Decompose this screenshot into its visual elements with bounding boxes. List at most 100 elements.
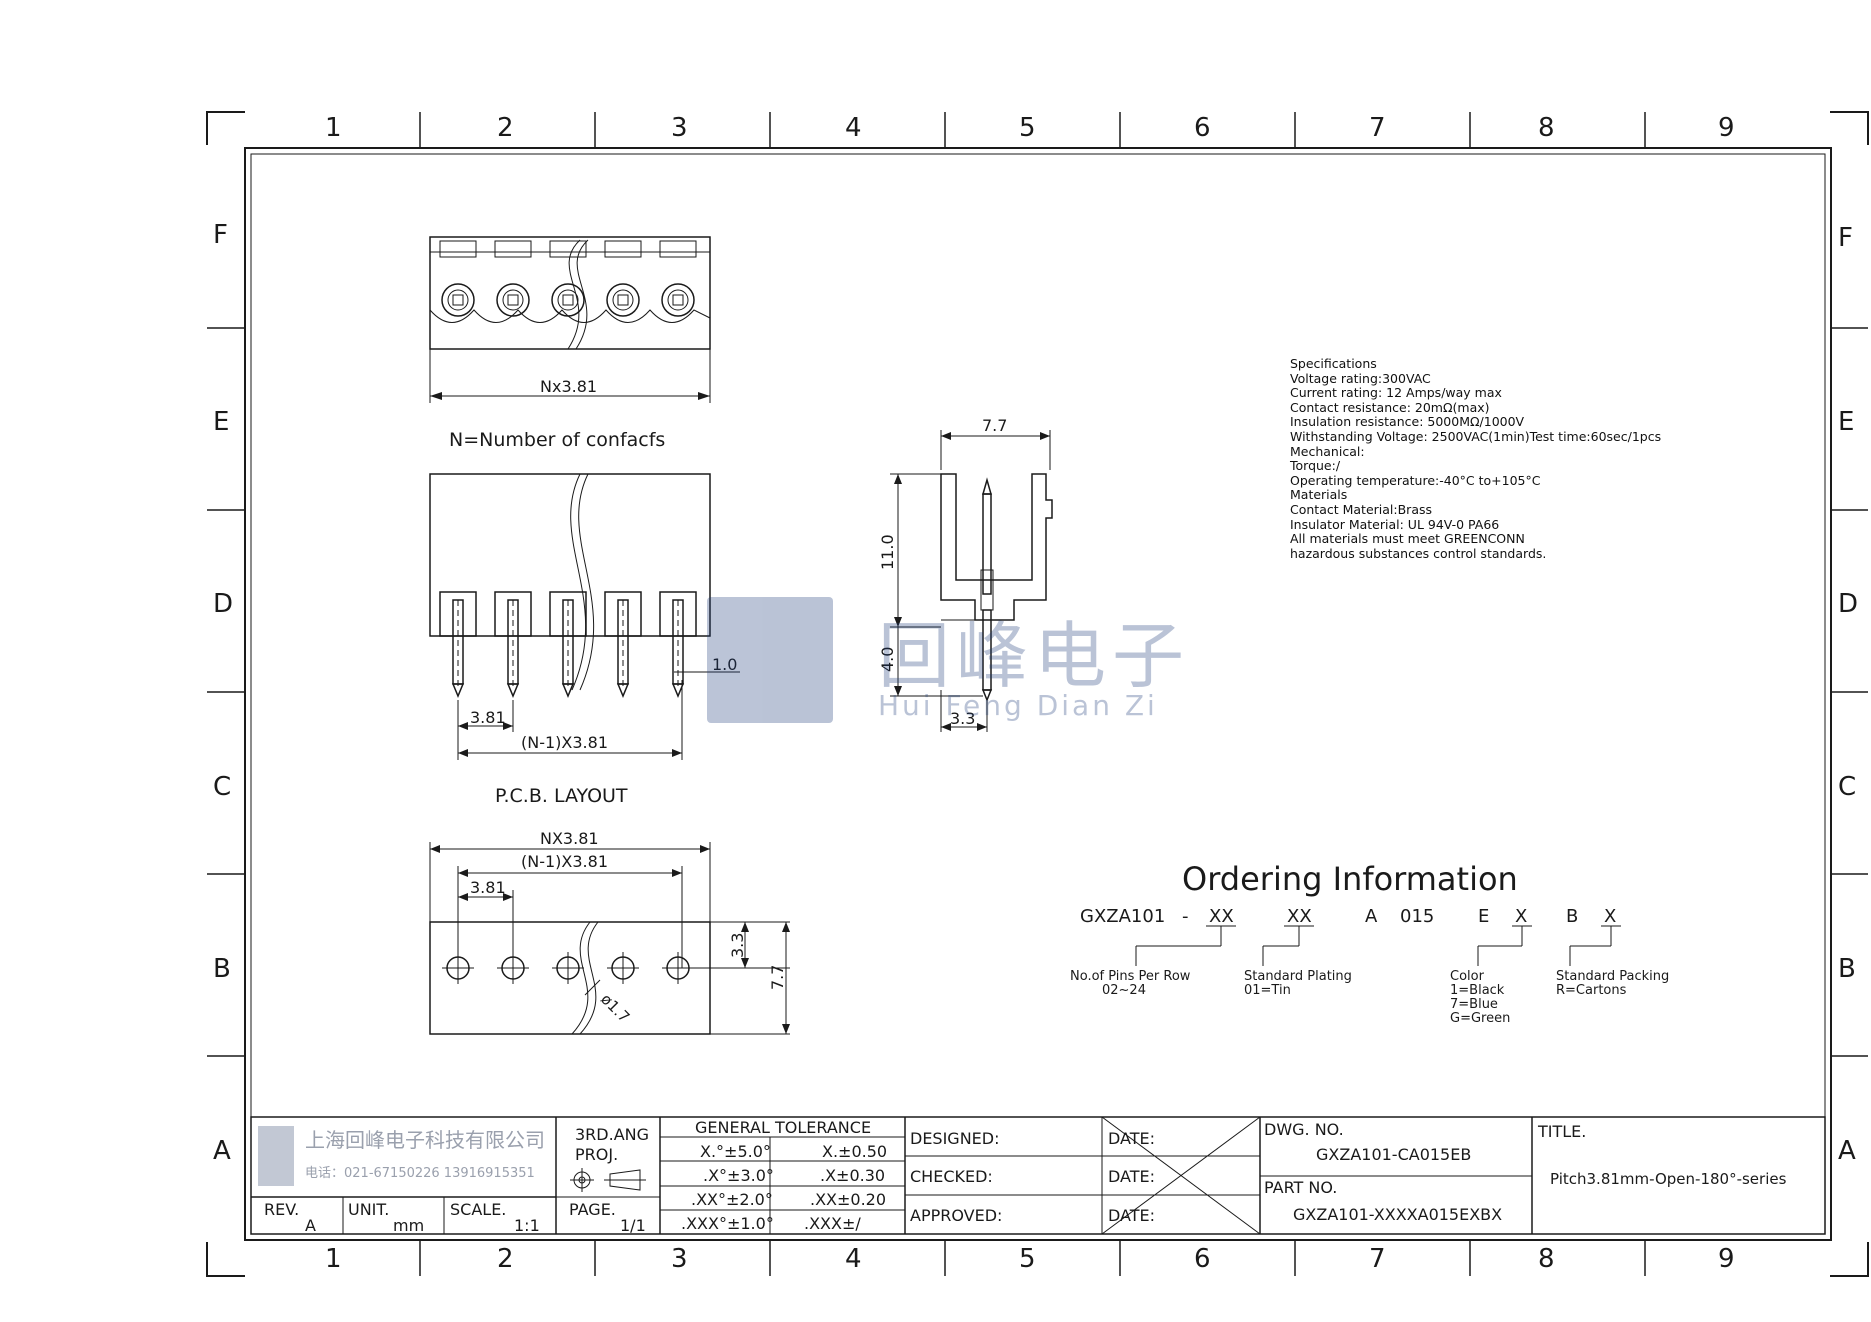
tol-r2-c1: .X°±3.0° (703, 1166, 774, 1185)
ordering-b: B (1566, 906, 1578, 927)
row-b-right: B (1838, 954, 1856, 984)
date-label-2: DATE: (1108, 1167, 1155, 1186)
proj-label-1: 3RD.ANG (575, 1125, 649, 1144)
row-labels-left: F E D C B A (213, 220, 233, 1166)
packing-label: Standard Packing (1556, 969, 1669, 984)
col-3-top: 3 (671, 113, 688, 143)
spec-line: All materials must meet GREENCONN (1290, 531, 1525, 547)
row-e-right: E (1838, 407, 1854, 437)
row-b-left: B (213, 954, 231, 984)
title-block: 上海回峰电子科技有限公司 电话：021-67150226 13916915351… (250, 1116, 1826, 1235)
column-ticks (419, 112, 1646, 1276)
ordering-title: Ordering Information (1182, 860, 1518, 898)
ordering-x1: X (1515, 906, 1527, 927)
pcb-row-label: 3.3 (728, 933, 747, 958)
col-6-top: 6 (1194, 113, 1211, 143)
tol-r3-c1: .XX°±2.0° (691, 1190, 773, 1209)
row-e-left: E (213, 407, 229, 437)
row-d-right: D (1838, 589, 1858, 619)
wire-slot (549, 240, 587, 258)
col-7-bottom: 7 (1369, 1244, 1386, 1274)
screw-outer (606, 283, 640, 317)
tol-r1-c1: X.°±5.0° (700, 1142, 771, 1161)
part-value: GXZA101-XXXXA015EXBX (1293, 1205, 1502, 1224)
watermark-cn: 回峰电子 (878, 614, 1191, 698)
tolerance-title: GENERAL TOLERANCE (695, 1118, 871, 1137)
ordering-code: 015 (1400, 906, 1434, 927)
spec-line: Insulation resistance: 5000MΩ/1000V (1290, 414, 1525, 430)
checked-label: CHECKED: (910, 1167, 993, 1186)
wire-slot (659, 240, 697, 258)
spec-line: Mechanical: (1290, 443, 1365, 459)
col-8-bottom: 8 (1538, 1244, 1555, 1274)
watermark-en: Hui Feng Dian Zi (878, 689, 1158, 722)
spec-line: Current rating: 12 Amps/way max (1290, 385, 1502, 401)
page-label: PAGE. (569, 1200, 616, 1219)
col-2-top: 2 (497, 113, 514, 143)
date-label-1: DATE: (1108, 1129, 1155, 1148)
row-d-left: D (213, 589, 233, 619)
company-phone: 电话：021-67150226 13916915351 (305, 1166, 535, 1181)
caption-n: N=Number of confacfs (449, 429, 665, 451)
side-width-label: 7.7 (982, 416, 1007, 435)
rev-value: A (305, 1216, 316, 1235)
ordering-x2: X (1604, 906, 1616, 927)
spec-line: Specifications (1290, 356, 1377, 371)
title-label: TITLE. (1537, 1122, 1586, 1141)
screw-outer (496, 283, 530, 317)
pcb-total-label: NX3.81 (540, 829, 599, 848)
col-9-top: 9 (1718, 113, 1735, 143)
inner-border (244, 147, 1832, 1241)
pcb-span-label: (N-1)X3.81 (521, 852, 608, 871)
screw-head-icon (507, 294, 519, 306)
ordering-information: Ordering Information GXZA101 - XX XX A 0… (1070, 860, 1669, 1026)
watermark-logo (707, 597, 833, 723)
col-1-bottom: 1 (325, 1244, 342, 1274)
pin-tip (616, 683, 630, 698)
side-offset-label: 3.3 (950, 709, 975, 728)
designed-label: DESIGNED: (910, 1129, 1000, 1148)
unit-value: mm (393, 1216, 424, 1235)
plating-label: Standard Plating (1244, 969, 1352, 984)
screw-outer (441, 283, 475, 317)
ordering-xx1: XX (1209, 906, 1234, 927)
row-f-left: F (213, 220, 228, 250)
screw-head-icon (562, 294, 574, 306)
pcb-pitch-label: 3.81 (470, 878, 506, 897)
column-labels-bottom: 1 2 3 4 5 6 7 8 9 (325, 1244, 1735, 1274)
spec-line: Torque:/ (1290, 458, 1341, 474)
row-c-right: C (1838, 772, 1856, 802)
dwg-value: GXZA101-CA015EB (1316, 1145, 1471, 1164)
color-label: Color (1450, 969, 1485, 984)
col-2-bottom: 2 (497, 1244, 514, 1274)
unit-label: UNIT. (348, 1200, 389, 1219)
color-value-1: 1=Black (1450, 983, 1505, 998)
tol-r4-c2: .XXX±/ (804, 1214, 861, 1233)
connector-side-view: 7.7 11.0 4.0 3.3 (878, 416, 1053, 732)
spec-line: Contact Material:Brass (1290, 501, 1432, 517)
pcb-hole-label: ø1.7 (597, 990, 633, 1026)
scale-value: 1:1 (514, 1216, 540, 1235)
company-logo (258, 1126, 294, 1186)
pcb-height-label: 7.7 (768, 965, 787, 990)
col-3-bottom: 3 (671, 1244, 688, 1274)
side-height-label: 11.0 (878, 534, 897, 570)
col-5-top: 5 (1019, 113, 1036, 143)
col-4-top: 4 (845, 113, 862, 143)
title-value: Pitch3.81mm-Open-180°-series (1550, 1170, 1787, 1188)
wire-slot (604, 240, 642, 258)
pin-tip (451, 683, 465, 698)
screw-inner (557, 289, 579, 311)
wire-slot (439, 240, 477, 258)
span-dim-label: (N-1)X3.81 (521, 733, 608, 752)
ordering-e: E (1478, 906, 1489, 927)
row-ticks (207, 327, 1868, 1057)
top-dim-label: Nx3.81 (540, 377, 597, 396)
connector-front-view: 3.81 (N-1)X3.81 1.0 P.C.B. LAYOUT (429, 473, 740, 807)
side-pin-label: 4.0 (878, 647, 897, 672)
part-label: PART NO. (1264, 1178, 1337, 1197)
wire-slot (494, 240, 532, 258)
spec-line: Materials (1290, 487, 1348, 503)
column-labels-top: 1 2 3 4 5 6 7 8 9 (325, 113, 1735, 143)
pin-tip (561, 683, 575, 698)
